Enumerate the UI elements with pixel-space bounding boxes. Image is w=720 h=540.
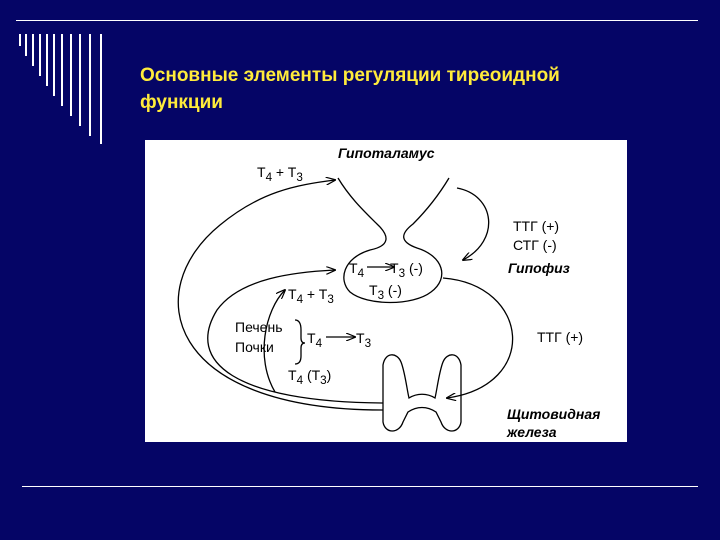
label-feedback-top: T4 + T3 [257, 164, 303, 184]
label-ttg-right: ТТГ (+) [537, 329, 584, 345]
label-feedback-mid: T4 + T3 [288, 286, 334, 306]
label-kidneys: Почки [235, 339, 274, 355]
arrow-inner [263, 290, 285, 393]
hypothalamus-pituitary-outline [337, 177, 450, 304]
arrow-mid-feedback [207, 270, 384, 404]
label-hypothalamus: Гипоталамус [338, 145, 435, 161]
label-pituitary-t3: T3 (-) [369, 282, 402, 302]
top-rule [16, 20, 698, 21]
label-thyroid-2: железа [507, 424, 557, 440]
label-secretion: T4 (T3) [288, 367, 332, 387]
bottom-rule [22, 486, 698, 487]
slide-title: Основные элементы регуляции тиреоидной ф… [140, 62, 700, 116]
label-thyroid-1: Щитовидная [507, 406, 601, 422]
label-ttg-plus: ТТГ (+) [513, 218, 560, 234]
title-line-2: функции [140, 92, 223, 113]
label-pituitary: Гипофиз [508, 260, 570, 276]
arrow-outer-feedback [177, 180, 384, 411]
regulation-diagram: Гипоталамус Гипофиз Щитовидная железа ТТ… [145, 140, 627, 442]
arrow-ttg-stg [456, 187, 490, 260]
title-line-1: Основные элементы регуляции тиреоидной [140, 65, 560, 86]
label-liver: Печень [235, 319, 283, 335]
diagram-graphics [177, 140, 514, 432]
decorative-bars [19, 34, 102, 144]
liver-kidney-bracket [294, 319, 306, 365]
thyroid-outline [382, 354, 462, 432]
label-stg-minus: СТГ (-) [513, 237, 557, 253]
arrow-ttg-thyroid [442, 277, 514, 398]
